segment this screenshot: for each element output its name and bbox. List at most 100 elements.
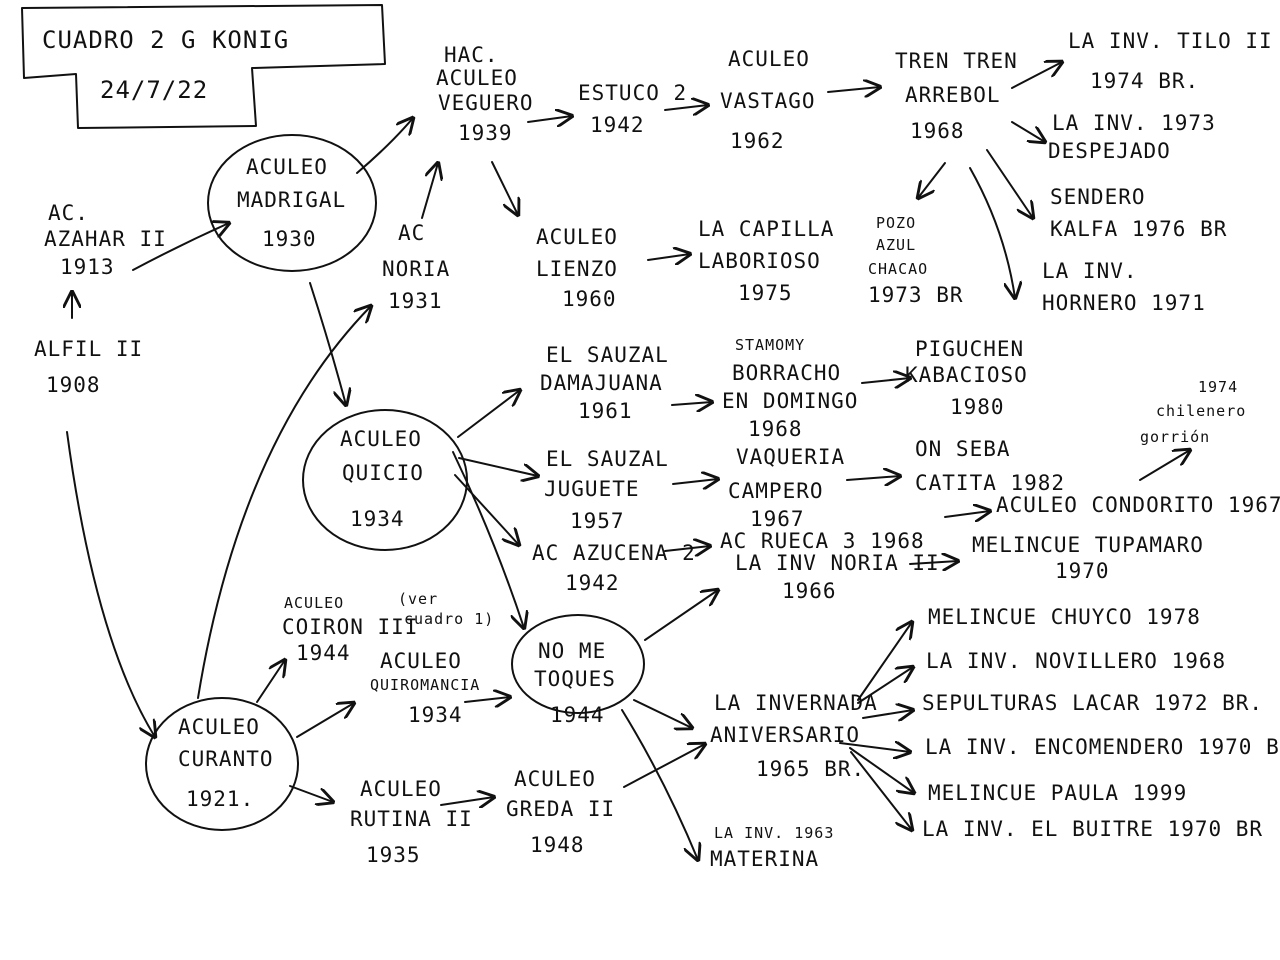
node-campero: VAQUERIA CAMPERO 1967	[728, 445, 844, 531]
node-arrebol: TREN TREN ARREBOL 1968	[895, 49, 1017, 143]
node-quicio: ACULEO QUICIO 1934	[340, 427, 424, 531]
node-catita: ON SEBA CATITA 1982	[915, 437, 1065, 495]
svg-text:ACULEO: ACULEO	[514, 767, 596, 791]
node-noria2: LA INV NORIA II 1966	[735, 551, 939, 603]
svg-text:1913: 1913	[60, 255, 115, 279]
svg-text:AZAHAR II: AZAHAR II	[44, 227, 167, 251]
svg-text:1930: 1930	[262, 227, 317, 251]
svg-text:NORIA: NORIA	[382, 257, 450, 281]
node-tilo: LA INV. TILO II 1974 BR.	[1068, 29, 1273, 93]
svg-text:1939: 1939	[458, 121, 513, 145]
edge	[918, 162, 946, 198]
svg-text:1908: 1908	[46, 373, 101, 397]
svg-text:LA INV. ENCOMENDERO 1970 BR: LA INV. ENCOMENDERO 1970 BR	[925, 735, 1280, 759]
svg-text:COIRON III: COIRON III	[282, 615, 418, 639]
svg-text:ACULEO: ACULEO	[360, 777, 442, 801]
svg-text:MELINCUE TUPAMARO: MELINCUE TUPAMARO	[972, 533, 1204, 557]
header-title: CUADRO 2 G KONIG	[42, 26, 289, 54]
svg-text:1962: 1962	[730, 129, 785, 153]
svg-text:ACULEO: ACULEO	[436, 66, 518, 90]
svg-text:1968: 1968	[910, 119, 965, 143]
svg-text:1961: 1961	[578, 399, 633, 423]
header-date: 24/7/22	[100, 76, 208, 104]
svg-text:AC AZUCENA 2: AC AZUCENA 2	[532, 541, 696, 565]
svg-text:1970: 1970	[1055, 559, 1110, 583]
node-novillero: LA INV. NOVILLERO 1968	[926, 649, 1225, 673]
svg-text:CATITA 1982: CATITA 1982	[915, 471, 1065, 495]
svg-text:1942: 1942	[590, 113, 645, 137]
svg-text:ALFIL II: ALFIL II	[34, 337, 143, 361]
svg-text:(ver: (ver	[398, 590, 438, 608]
node-pozo: POZO AZUL CHACAO 1973 BR	[868, 214, 963, 307]
svg-text:MADRIGAL: MADRIGAL	[237, 188, 346, 212]
svg-text:LA INVERNADA: LA INVERNADA	[714, 691, 878, 715]
svg-text:VASTAGO: VASTAGO	[720, 89, 816, 113]
svg-text:JUGUETE: JUGUETE	[544, 477, 640, 501]
edge	[672, 479, 718, 484]
svg-text:MATERINA: MATERINA	[710, 847, 819, 871]
svg-text:1974: 1974	[1198, 378, 1238, 396]
svg-text:1980: 1980	[950, 395, 1005, 419]
node-lienzo: ACULEO LIENZO 1960	[536, 225, 617, 311]
svg-text:LA CAPILLA: LA CAPILLA	[698, 217, 834, 241]
edge	[839, 743, 910, 752]
edge	[527, 116, 572, 122]
svg-text:QUICIO: QUICIO	[342, 461, 424, 485]
svg-text:MELINCUE PAULA 1999: MELINCUE PAULA 1999	[928, 781, 1187, 805]
svg-text:ACULEO: ACULEO	[340, 427, 422, 451]
node-nometoques: NO ME TOQUES 1944	[534, 639, 615, 727]
edge	[862, 710, 913, 718]
edge	[664, 546, 710, 551]
edge	[1011, 121, 1045, 142]
node-vastago: ACULEO VASTAGO 1962	[720, 47, 816, 153]
node-rueca: AC RUECA 3 1968	[720, 529, 924, 553]
node-aniversario: LA INVERNADA ANIVERSARIO 1965 BR.	[710, 691, 878, 781]
edge	[671, 402, 712, 405]
node-borracho: STAMOMY BORRACHO EN DOMINGO 1968	[722, 336, 858, 441]
edge	[986, 149, 1033, 218]
node-materina: LA INV. 1963 MATERINA	[710, 824, 834, 871]
node-alfil: ALFIL II 1908	[34, 337, 143, 397]
edge	[309, 282, 346, 405]
node-azahar: AC. AZAHAR II 1913	[44, 201, 167, 279]
svg-text:AC: AC	[398, 221, 425, 245]
node-buitre: LA INV. EL BUITRE 1970 BR	[922, 817, 1262, 841]
edge	[132, 223, 229, 271]
edge	[458, 457, 538, 476]
svg-text:SENDERO: SENDERO	[1050, 185, 1146, 209]
svg-text:1960: 1960	[562, 287, 617, 311]
svg-text:EN DOMINGO: EN DOMINGO	[722, 389, 858, 413]
svg-text:CURANTO: CURANTO	[178, 747, 274, 771]
edge	[256, 660, 285, 703]
edge	[197, 306, 371, 699]
svg-text:ON SEBA: ON SEBA	[915, 437, 1011, 461]
svg-text:LABORIOSO: LABORIOSO	[698, 249, 821, 273]
edge	[452, 451, 524, 628]
node-damajuana: EL SAUZAL DAMAJUANA 1961	[540, 343, 669, 423]
circle-nometoques	[511, 614, 645, 714]
svg-text:1968: 1968	[748, 417, 803, 441]
svg-text:1975: 1975	[738, 281, 793, 305]
svg-text:1967: 1967	[750, 507, 805, 531]
svg-text:EL SAUZAL: EL SAUZAL	[546, 343, 669, 367]
svg-text:POZO: POZO	[876, 214, 916, 232]
svg-text:LA INV. TILO II: LA INV. TILO II	[1068, 29, 1273, 53]
svg-text:ACULEO: ACULEO	[284, 594, 344, 612]
node-chuyco: MELINCUE CHUYCO 1978	[928, 605, 1200, 629]
edge	[857, 622, 912, 701]
edge	[457, 390, 520, 438]
svg-text:cuadro 1): cuadro 1)	[404, 610, 494, 628]
svg-text:LA INV. 1963: LA INV. 1963	[714, 824, 834, 842]
node-greda: ACULEO GREDA II 1948	[506, 767, 614, 857]
node-quiromancia: ACULEO QUIROMANCIA 1934	[370, 649, 479, 727]
edge	[1139, 450, 1190, 481]
svg-text:LA INV.: LA INV.	[1042, 259, 1138, 283]
svg-text:ARREBOL: ARREBOL	[905, 83, 1001, 107]
node-despejado: LA INV. 1973 DESPEJADO	[1048, 111, 1215, 163]
svg-text:1974 BR.: 1974 BR.	[1090, 69, 1199, 93]
svg-text:HAC.: HAC.	[444, 43, 499, 67]
edge	[421, 163, 438, 219]
svg-text:1934: 1934	[350, 507, 405, 531]
node-juguete: EL SAUZAL JUGUETE 1957	[544, 447, 668, 533]
